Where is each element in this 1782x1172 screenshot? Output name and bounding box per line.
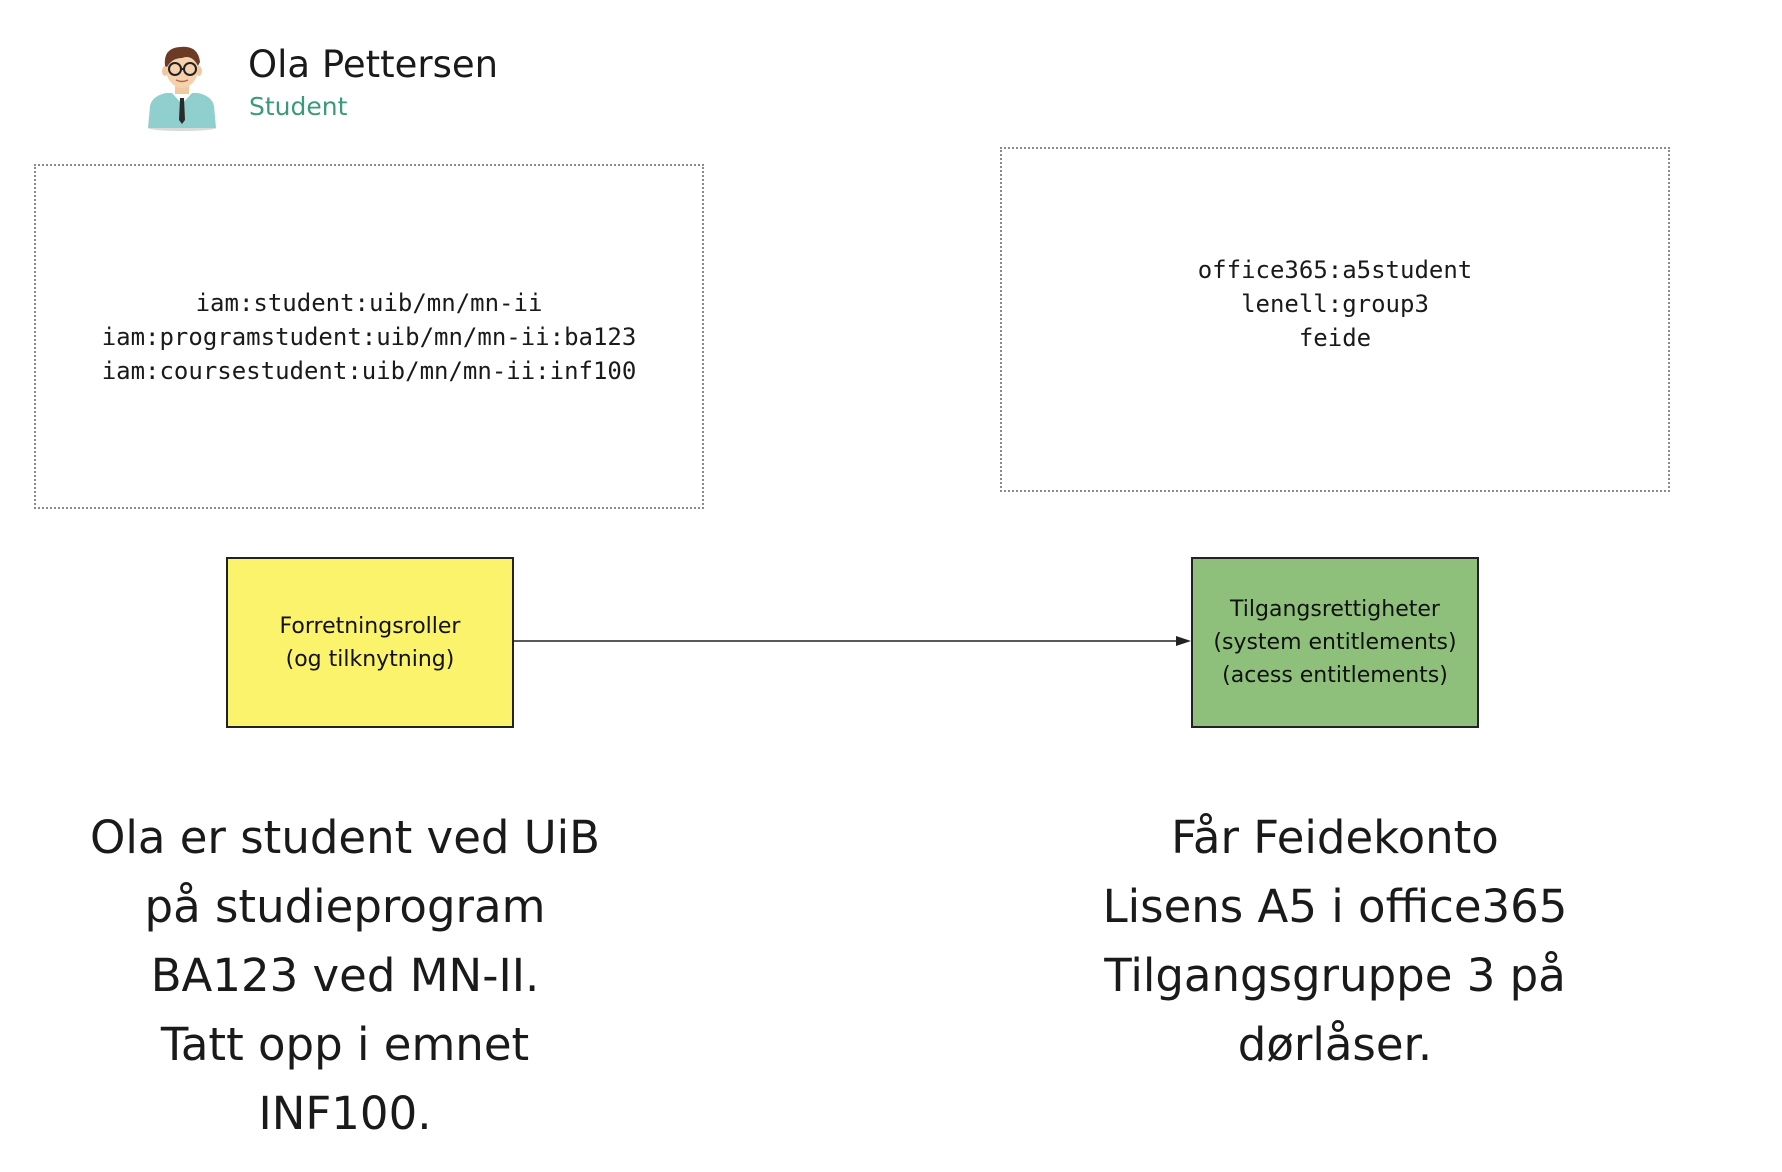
group-line: iam:coursestudent:uib/mn/mn-ii:inf100: [101, 356, 637, 385]
entitlements-caption: Får Feidekonto Lisens A5 i office365 Til…: [1030, 803, 1640, 1079]
group-line: iam:student:uib/mn/mn-ii: [195, 288, 543, 317]
entitlement-line: feide: [1298, 324, 1372, 352]
caption-line: dørlåser.: [1237, 1018, 1433, 1071]
business-roles-title: Forretningsroller: [279, 613, 461, 639]
entitlement-line: office365:a5student: [1197, 256, 1473, 284]
business-roles-caption: Ola er student ved UiB på studieprogram …: [40, 803, 650, 1148]
caption-line: Lisens A5 i office365: [1102, 880, 1568, 933]
business-roles-group-box: iam:student:uib/mn/mn-ii iam:programstud…: [34, 164, 704, 509]
caption-line: Får Feidekonto: [1171, 811, 1499, 864]
arrow-head: [1176, 636, 1191, 646]
person-name: Ola Pettersen: [248, 43, 499, 86]
group-line: iam:programstudent:uib/mn/mn-ii:ba123: [101, 322, 637, 351]
business-roles-subtitle: (og tilknytning): [285, 646, 455, 672]
business-roles-node[interactable]: Forretningsroller (og tilknytning): [226, 557, 514, 728]
entitlements-subtitle-system: (system entitlements): [1213, 630, 1457, 655]
entitlement-line: lenell:group3: [1241, 290, 1429, 318]
entitlements-subtitle-access: (acess entitlements): [1222, 663, 1448, 688]
person-avatar-icon: [148, 46, 216, 131]
caption-line: BA123 ved MN-II.: [150, 949, 540, 1002]
caption-line: på studieprogram: [144, 880, 546, 933]
person-role: Student: [249, 92, 348, 121]
entitlements-group-list: office365:a5student lenell:group3 feide: [1198, 253, 1473, 355]
entitlements-title: Tilgangsrettigheter: [1230, 597, 1440, 622]
caption-line: Tilgangsgruppe 3 på: [1104, 949, 1566, 1002]
entitlements-node[interactable]: Tilgangsrettigheter (system entitlements…: [1191, 557, 1479, 728]
caption-line: INF100.: [258, 1087, 432, 1140]
caption-line: Ola er student ved UiB: [89, 811, 601, 864]
caption-line: Tatt opp i emnet: [160, 1018, 530, 1071]
business-roles-group-list: iam:student:uib/mn/mn-ii iam:programstud…: [102, 286, 637, 388]
entitlements-group-box: office365:a5student lenell:group3 feide: [1000, 147, 1670, 492]
